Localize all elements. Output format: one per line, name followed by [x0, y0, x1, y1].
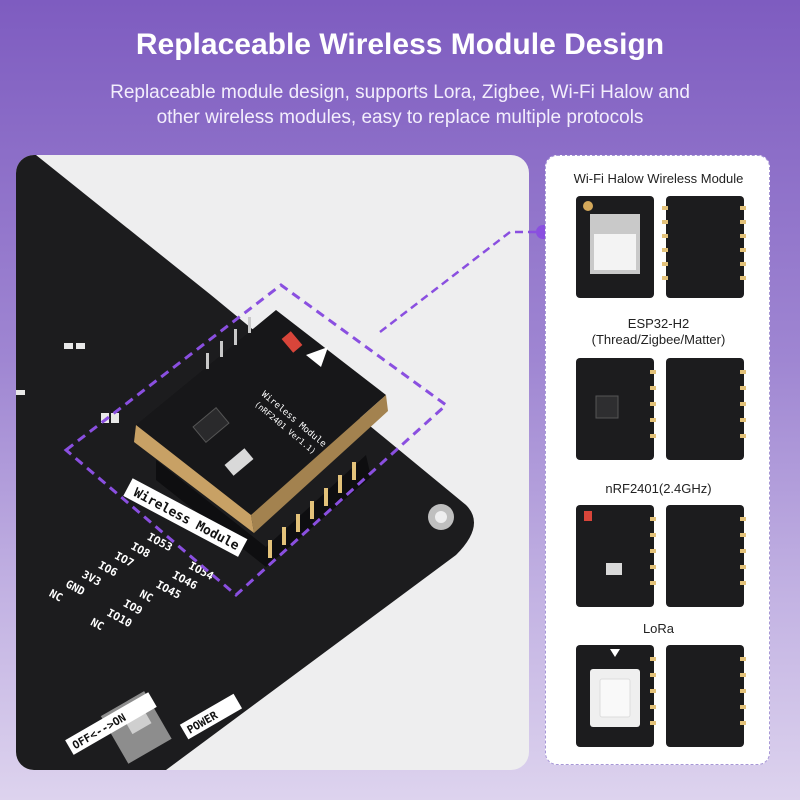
- module-image-wifi-halow: [576, 196, 746, 298]
- pin-right-3: NC: [137, 587, 155, 605]
- subtitle-line-1: Replaceable module design, supports Lora…: [110, 82, 690, 103]
- page-title: Replaceable Wireless Module Design: [135, 28, 665, 61]
- module-highlight: [63, 283, 449, 597]
- pin-left-6: NC: [47, 587, 65, 605]
- module-title-nrf2401: nRF2401(2.4GHz): [605, 481, 712, 496]
- wireless-module: Wireless Module (nRF2401 Ver1.1): [134, 310, 388, 567]
- pin-right-6: NC: [88, 616, 106, 634]
- module-title-wifi-halow: Wi-Fi Halow Wireless Module: [573, 171, 744, 186]
- board-photo: Wireless Module (nRF2401 Ver1.1) Wireles…: [16, 155, 529, 770]
- module-title-esp32-h2: ESP32-H2: [627, 316, 690, 331]
- module-subtitle-esp32-h2: (Thread/Zigbee/Matter): [591, 332, 726, 347]
- subtitle-line-2: other wireless modules, easy to replace …: [156, 107, 644, 128]
- module-image-nrf2401: [576, 505, 746, 607]
- module-image-lora: [576, 645, 746, 747]
- board-illustration: Wireless Module (nRF2401 Ver1.1) Wireles…: [16, 155, 474, 770]
- module-title-lora: LoRa: [642, 621, 675, 636]
- module-image-esp32-h2: [576, 358, 746, 460]
- page-subtitle: Replaceable module design, supports Lora…: [40, 80, 760, 130]
- module-panel: Wi-Fi Halow Wireless Module ESP32-H2 (Th…: [545, 155, 770, 765]
